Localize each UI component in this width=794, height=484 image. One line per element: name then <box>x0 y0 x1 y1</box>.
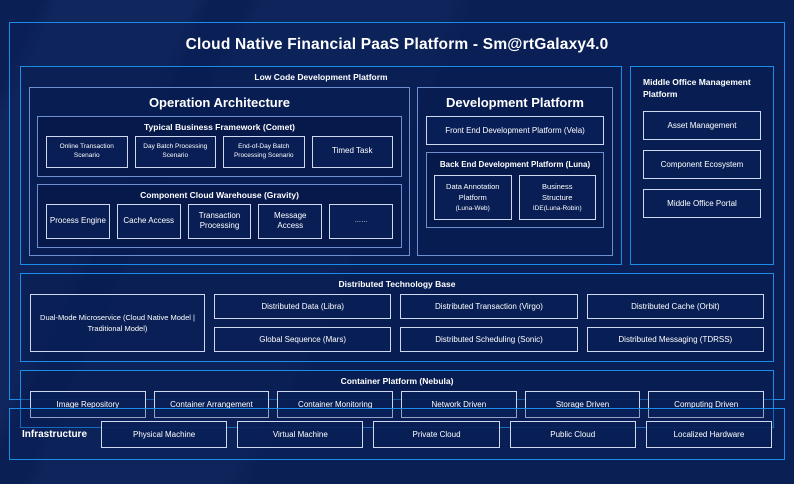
middle-office-management-platform-panel: Middle Office Management Platform Asset … <box>630 66 774 266</box>
middle-office-item-asset-management[interactable]: Asset Management <box>643 110 761 140</box>
middle-office-item-component-ecosystem[interactable]: Component Ecosystem <box>643 149 761 179</box>
component-chip-more[interactable]: …… <box>329 203 393 240</box>
component-chip[interactable]: Process Engine <box>46 203 110 240</box>
container-item-network-driven[interactable]: Network Driven <box>401 391 517 419</box>
infrastructure-item-physical-machine[interactable]: Physical Machine <box>101 420 228 448</box>
scenario-chip[interactable]: Timed Task <box>311 136 393 168</box>
distributed-messaging-tdrss[interactable]: Distributed Messaging (TDRSS) <box>586 327 764 353</box>
container-item-image-repository[interactable]: Image Repository <box>30 391 146 419</box>
data-annotation-line1: Data Annotation <box>446 182 500 191</box>
typical-business-framework-title: Typical Business Framework (Comet) <box>144 122 295 132</box>
back-end-development-platform-group: Back End Development Platform (Luna) Dat… <box>426 152 604 229</box>
scenario-chip[interactable]: Online Transaction Scenario <box>46 136 128 168</box>
low-code-development-platform-panel: Low Code Development Platform Operation … <box>20 66 622 266</box>
operation-architecture-title: Operation Architecture <box>148 95 291 110</box>
development-platform-panel: Development Platform Front End Developme… <box>417 87 613 257</box>
business-structure-line3: IDE(Luna-Robin) <box>532 204 582 212</box>
container-item-monitoring[interactable]: Container Monitoring <box>277 391 394 419</box>
development-platform-title: Development Platform <box>446 95 584 110</box>
back-end-development-platform-title: Back End Development Platform (Luna) <box>439 160 591 169</box>
data-annotation-line2: Platform <box>458 192 487 202</box>
page-title: Cloud Native Financial PaaS Platform - S… <box>185 36 609 53</box>
container-platform-wrap: Container Platform (Nebula) Image Reposi… <box>10 362 784 438</box>
distributed-transaction-virgo[interactable]: Distributed Transaction (Virgo) <box>400 294 578 320</box>
infrastructure-item-public-cloud[interactable]: Public Cloud <box>509 420 636 448</box>
container-platform-panel: Container Platform (Nebula) Image Reposi… <box>20 370 774 429</box>
front-end-development-platform-box[interactable]: Front End Development Platform (Vela) <box>426 116 604 145</box>
infrastructure-item-virtual-machine[interactable]: Virtual Machine <box>237 420 364 448</box>
scenario-chip[interactable]: Day Batch Processing Scenario <box>134 136 216 168</box>
infrastructure-label: Infrastructure <box>22 428 88 440</box>
distributed-technology-base-title: Distributed Technology Base <box>338 279 456 290</box>
scenario-chip[interactable]: End-of-Day Batch Processing Scenario <box>223 136 305 168</box>
distributed-column-2: Distributed Transaction (Virgo) Distribu… <box>400 294 578 353</box>
distributed-technology-base-panel: Distributed Technology Base Dual-Mode Mi… <box>20 273 774 363</box>
container-platform-title: Container Platform (Nebula) <box>340 376 454 387</box>
business-structure-ide-box[interactable]: Business Structure IDE(Luna-Robin) <box>518 175 596 221</box>
middle-office-title: Middle Office Management Platform <box>643 77 751 100</box>
data-annotation-line3: (Luna-Web) <box>455 204 490 212</box>
distributed-column-3: Distributed Cache (Orbit) Distributed Me… <box>586 294 764 353</box>
typical-business-framework-group: Typical Business Framework (Comet) Onlin… <box>37 116 402 177</box>
upper-row: Low Code Development Platform Operation … <box>10 66 784 266</box>
operation-architecture-panel: Operation Architecture Typical Business … <box>29 87 410 257</box>
distributed-column-1: Distributed Data (Libra) Global Sequence… <box>214 294 392 353</box>
component-cloud-warehouse-group: Component Cloud Warehouse (Gravity) Proc… <box>37 183 402 249</box>
container-item-arrangement[interactable]: Container Arrangement <box>153 391 270 419</box>
infrastructure-item-private-cloud[interactable]: Private Cloud <box>373 420 500 448</box>
distributed-data-libra[interactable]: Distributed Data (Libra) <box>214 294 392 320</box>
component-chip[interactable]: Transaction Processing <box>187 203 252 240</box>
infrastructure-panel: Infrastructure Physical Machine Virtual … <box>9 408 785 460</box>
business-structure-line2: Structure <box>542 192 573 202</box>
component-chip[interactable]: Message Access <box>258 203 323 240</box>
dual-mode-microservice-box[interactable]: Dual-Mode Microservice (Cloud Native Mod… <box>30 294 205 353</box>
infrastructure-item-localized-hardware[interactable]: Localized Hardware <box>645 420 773 448</box>
component-chip[interactable]: Cache Access <box>116 203 181 240</box>
distributed-cache-orbit[interactable]: Distributed Cache (Orbit) <box>586 294 764 320</box>
business-structure-line1: Business <box>542 182 573 191</box>
platform-frame: Cloud Native Financial PaaS Platform - S… <box>9 22 785 429</box>
component-cloud-warehouse-title: Component Cloud Warehouse (Gravity) <box>140 189 299 200</box>
middle-office-item-portal[interactable]: Middle Office Portal <box>643 188 761 218</box>
container-item-storage-driven[interactable]: Storage Driven <box>524 391 641 419</box>
global-sequence-mars[interactable]: Global Sequence (Mars) <box>214 327 392 353</box>
container-item-computing-driven[interactable]: Computing Driven <box>648 391 765 419</box>
data-annotation-platform-box[interactable]: Data Annotation Platform (Luna-Web) <box>434 175 512 221</box>
distributed-technology-base-wrap: Distributed Technology Base Dual-Mode Mi… <box>10 265 784 363</box>
low-code-platform-title: Low Code Development Platform <box>254 72 388 82</box>
distributed-scheduling-sonic[interactable]: Distributed Scheduling (Sonic) <box>400 327 578 353</box>
